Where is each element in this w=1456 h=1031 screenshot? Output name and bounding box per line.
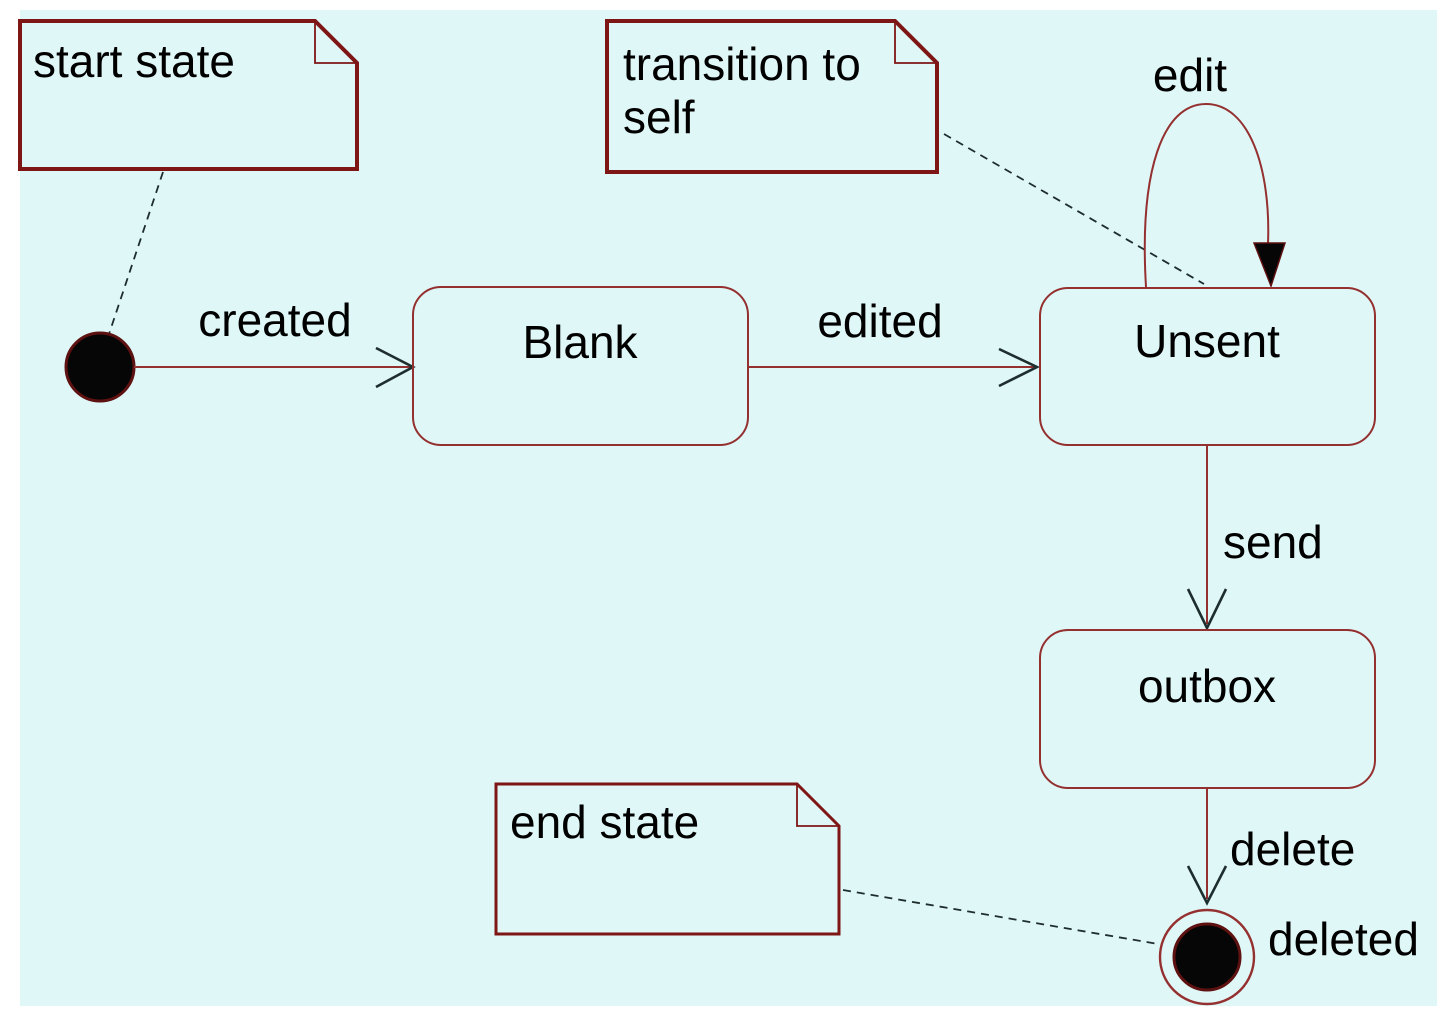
- transition-edit-arrowhead-icon: [1252, 242, 1287, 289]
- transition-created-label: created: [198, 294, 351, 346]
- final-state-icon: [1172, 922, 1242, 992]
- final-state-label: deleted: [1268, 913, 1419, 965]
- note-connector-end-state: [842, 889, 1159, 945]
- state-blank-label: Blank: [522, 316, 638, 368]
- diagram-canvas: [20, 10, 1437, 1006]
- note-transition-to-self-fold-icon: [894, 21, 937, 64]
- initial-state-icon: [64, 331, 136, 403]
- note-transition-to-self-text-line1: transition to: [623, 38, 861, 90]
- final-state-ring-icon: [1158, 908, 1256, 1006]
- state-blank: Blank: [412, 286, 749, 446]
- transition-edit-label: edit: [1153, 49, 1227, 101]
- transition-edited: edited: [748, 295, 1040, 388]
- transition-edited-arrowhead-icon: [998, 347, 1040, 388]
- note-connector-start-state: [108, 171, 164, 335]
- transition-edit-self-loop: edit: [1143, 49, 1287, 289]
- note-end-state-text: end state: [510, 796, 699, 848]
- transition-send-arrowhead-icon: [1186, 588, 1228, 631]
- note-start-state-fold-icon: [314, 21, 357, 64]
- note-end-state-fold-icon: [796, 784, 839, 827]
- transition-delete: delete: [1186, 788, 1355, 906]
- transition-send-label: send: [1223, 516, 1323, 568]
- final-state: deleted: [1158, 908, 1419, 1006]
- note-end-state-body: [494, 782, 841, 936]
- transition-delete-arrowhead-icon: [1186, 865, 1228, 906]
- note-start-state-text: start state: [33, 35, 235, 87]
- transition-created: created: [134, 294, 416, 389]
- note-transition-to-self-text-line2: self: [623, 91, 695, 143]
- transition-send: send: [1186, 445, 1323, 631]
- note-start-state: start state: [18, 19, 359, 171]
- note-end-state: end state: [494, 782, 841, 936]
- transition-edit-arc: [1143, 102, 1270, 288]
- transition-delete-label: delete: [1230, 823, 1355, 875]
- note-transition-to-self: transition to self: [605, 19, 939, 174]
- state-unsent-label: Unsent: [1134, 315, 1280, 367]
- transition-edited-label: edited: [817, 295, 942, 347]
- note-transition-to-self-body: [605, 19, 939, 174]
- note-start-state-body: [18, 19, 359, 171]
- state-outbox-label: outbox: [1138, 660, 1276, 712]
